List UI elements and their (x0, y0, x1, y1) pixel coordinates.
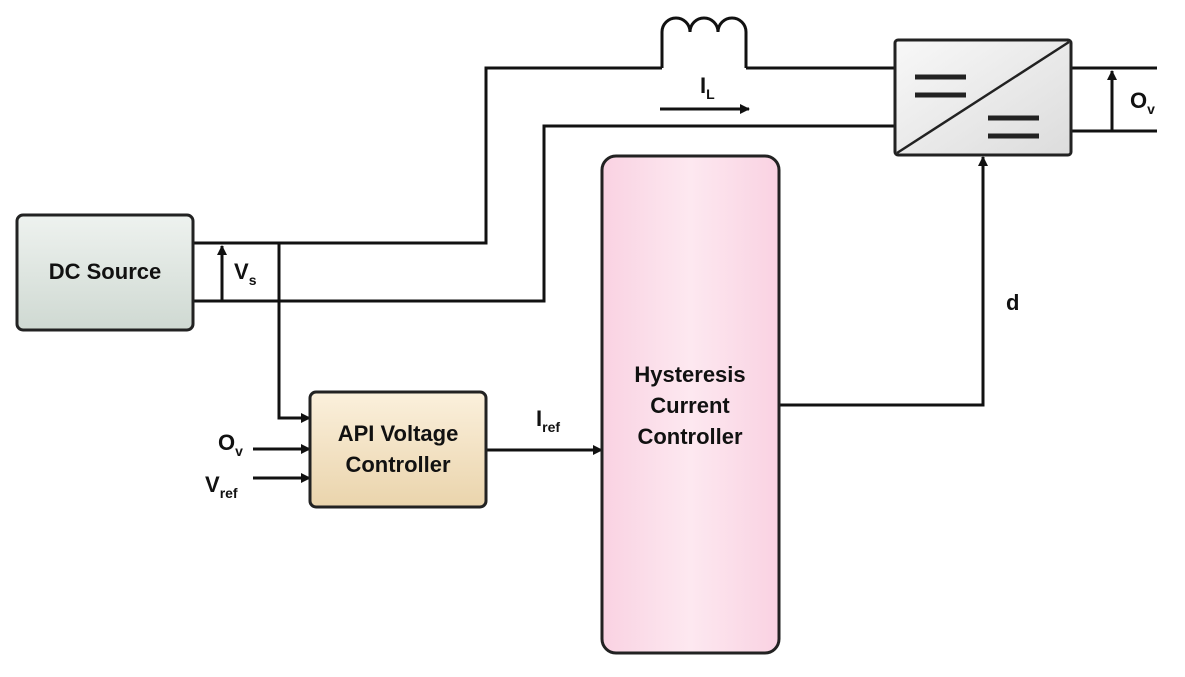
vs-sense-wire (277, 243, 311, 423)
api-controller-label-line1: API Voltage (338, 421, 459, 446)
hysteresis-label-line2: Current (650, 393, 730, 418)
converter-diagonal (896, 40, 1070, 155)
duty-signal-wire (779, 156, 988, 407)
il-label: IL (700, 73, 715, 102)
hysteresis-label-line3: Controller (637, 424, 743, 449)
top-rail-wire (193, 66, 662, 245)
dc-dc-converter-block (893, 38, 1073, 157)
ov-output-label: Ov (1130, 88, 1155, 117)
vs-label: Vs (234, 259, 257, 288)
inductor-symbol (660, 16, 748, 68)
bottom-rail-wire (193, 124, 895, 303)
hysteresis-current-controller-block: Hysteresis Current Controller (600, 154, 781, 655)
hysteresis-label-line1: Hysteresis (634, 362, 745, 387)
vref-input-label: Vref (205, 472, 238, 501)
api-controller-label-line2: Controller (345, 452, 451, 477)
iref-label: Iref (536, 406, 560, 435)
dc-source-block: DC Source (15, 213, 195, 332)
duty-cycle-label: d (1006, 290, 1019, 315)
dc-source-label: DC Source (49, 259, 161, 284)
api-voltage-controller-block: API Voltage Controller (308, 390, 488, 509)
ov-input-label: Ov (218, 430, 243, 459)
